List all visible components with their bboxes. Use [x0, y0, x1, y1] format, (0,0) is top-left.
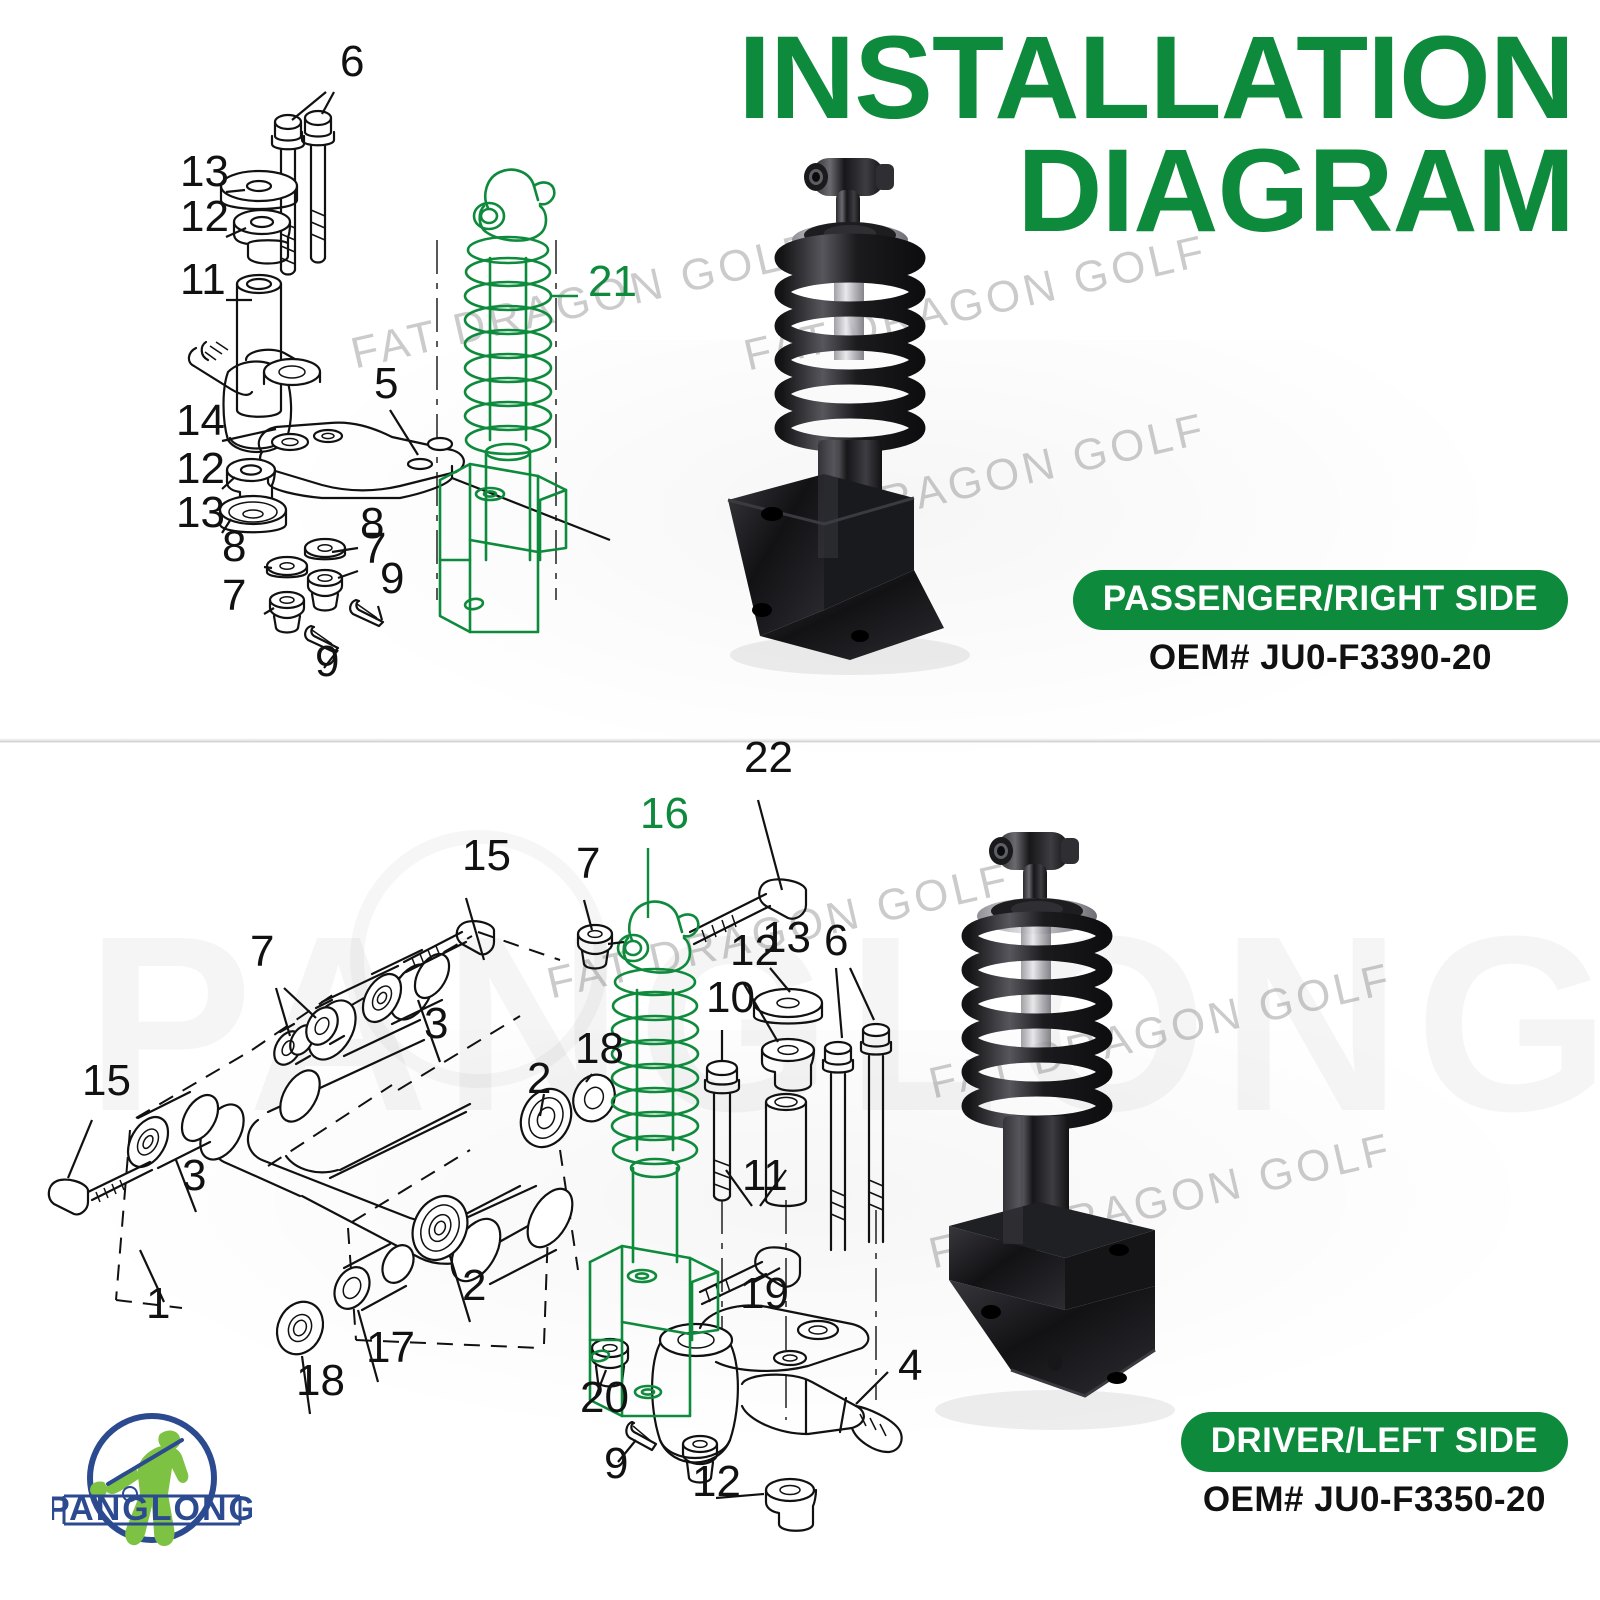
callout-number-9: 9	[380, 554, 404, 603]
part-washer-8a	[265, 555, 309, 579]
panel-divider	[0, 738, 1600, 743]
part-bushing-17	[333, 1242, 415, 1312]
callout-number-22: 22	[744, 733, 793, 782]
part-bolt-22	[688, 878, 808, 946]
part-bolt-6-left-panel-b	[859, 1022, 893, 1244]
callout-number-11: 11	[180, 255, 226, 304]
badge-driver-left: DRIVER/LEFT SIDE OEM# JU0-F3350-20	[1180, 1412, 1568, 1520]
part-bushing-2-upper	[519, 1087, 573, 1149]
callout-number-1: 1	[146, 1279, 170, 1328]
part-bushing-3a	[126, 1090, 220, 1170]
callout-number-5: 5	[374, 359, 398, 408]
callout-number-15: 15	[462, 831, 511, 880]
callout-number-7: 7	[222, 571, 246, 620]
part-washer-13-upper	[219, 169, 299, 211]
badge-label-driver: DRIVER/LEFT SIDE	[1180, 1412, 1568, 1472]
callout-number-12: 12	[730, 926, 779, 975]
part-cotter-pin-9-left-panel	[625, 1420, 658, 1452]
part-bushing-12-left-panel	[760, 1037, 816, 1092]
callout-number-4: 4	[898, 1341, 922, 1390]
callout-number-12: 12	[176, 444, 225, 493]
callout-number-3: 3	[424, 999, 448, 1048]
part-nut-7-shock	[576, 923, 614, 970]
callout-number-11: 11	[742, 1151, 788, 1200]
oem-number-passenger: OEM# JU0-F3390-20	[1148, 638, 1492, 677]
callout-number-6: 6	[340, 37, 364, 86]
part-shock-21-highlight	[438, 168, 578, 634]
callout-number-18: 18	[296, 1356, 345, 1405]
part-bushing-12-bottom	[764, 1477, 818, 1532]
callout-number-9: 9	[315, 637, 339, 686]
part-bushing-12-upper	[232, 208, 292, 265]
callout-number-9: 9	[604, 1439, 628, 1488]
callout-number-8: 8	[222, 522, 246, 571]
callout-number-12: 12	[180, 192, 229, 241]
callout-number-20: 20	[580, 1373, 629, 1422]
callout-number-8: 8	[360, 499, 384, 548]
callout-number-2: 2	[462, 1261, 486, 1310]
callout-number-18: 18	[575, 1024, 624, 1073]
product-photo-shock-driver	[905, 810, 1205, 1440]
part-bolt-15a	[47, 1160, 154, 1216]
callout-number-10: 10	[706, 973, 755, 1022]
part-nut-7b	[306, 568, 344, 612]
part-bushing-3b	[361, 948, 451, 1026]
part-bolt-19	[698, 1246, 802, 1306]
page-title-line-2: DIAGRAM	[1017, 125, 1575, 258]
callout-number-13: 13	[180, 147, 229, 196]
exploded-drawing-passenger-right	[187, 91, 611, 669]
part-bolt-6-left-panel-a	[821, 1040, 855, 1252]
callout-number-7: 7	[250, 927, 274, 976]
badge-label-passenger: PASSENGER/RIGHT SIDE	[1072, 570, 1568, 630]
callout-number-7: 7	[362, 524, 386, 573]
part-nut-20	[590, 1337, 630, 1388]
callout-number-14: 14	[176, 396, 225, 445]
callout-number-21: 21	[588, 257, 637, 306]
callout-number-2: 2	[527, 1054, 551, 1103]
page-title: INSTALLATION DIAGRAM	[694, 12, 1575, 258]
brand-logo: PANGLONG	[47, 1398, 255, 1568]
callout-number-12: 12	[692, 1457, 741, 1506]
badge-passenger-right: PASSENGER/RIGHT SIDE OEM# JU0-F3390-20	[1072, 570, 1568, 678]
part-cotter-pin-9a	[304, 624, 340, 654]
part-bolt-15b	[402, 920, 496, 974]
product-photo-shock-passenger	[700, 140, 990, 690]
part-bolt-10	[703, 1059, 741, 1202]
part-spindle-4	[651, 1304, 903, 1464]
callout-number-7: 7	[576, 839, 600, 888]
logo-wordmark: PANGLONG	[52, 1490, 252, 1528]
part-washer-18-left	[275, 1300, 325, 1356]
callout-number-13: 13	[762, 913, 811, 962]
callout-number-6: 6	[824, 916, 848, 965]
part-steering-arm-5	[257, 421, 465, 500]
grouping-box-2	[349, 931, 561, 1091]
callout-number-3: 3	[182, 1151, 206, 1200]
part-shock-16-highlight	[588, 848, 720, 1418]
page-title-line-1: INSTALLATION	[738, 12, 1575, 144]
callout-number-19: 19	[740, 1269, 789, 1318]
callout-number-15: 15	[82, 1056, 131, 1105]
panglong-logo-icon: PANGLONG	[47, 1413, 255, 1546]
callout-number-16: 16	[640, 789, 689, 838]
part-collar-11	[235, 273, 283, 418]
part-washer-18-upper	[572, 1073, 616, 1123]
part-nut-7a	[268, 590, 306, 634]
part-cotter-pin-9b	[349, 598, 385, 628]
oem-number-driver: OEM# JU0-F3350-20	[1202, 1480, 1546, 1519]
callout-number-13: 13	[176, 488, 225, 537]
part-bolt-6b	[300, 109, 336, 264]
callout-number-17: 17	[366, 1323, 415, 1372]
part-cap-13-lower	[218, 494, 288, 534]
part-bushing-2-left	[411, 1195, 469, 1261]
